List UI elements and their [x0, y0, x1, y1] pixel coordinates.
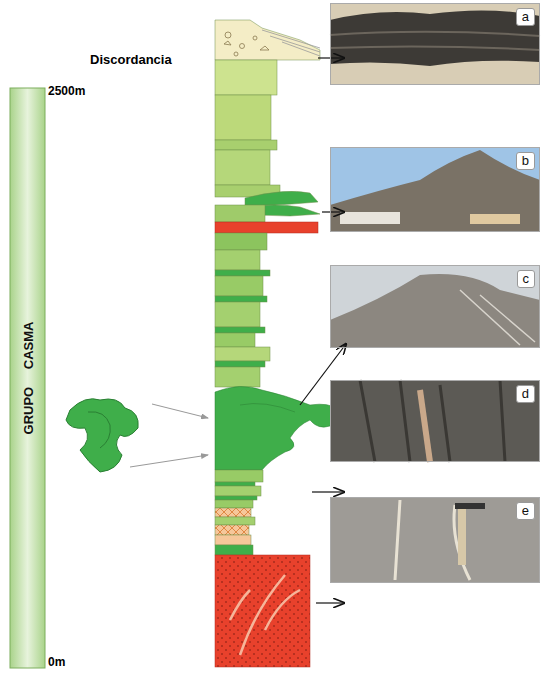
photo-panel: c — [330, 265, 540, 348]
scale-band: GRUPO CASMA — [10, 88, 45, 668]
photo-letter: e — [516, 502, 535, 520]
photo-panel: a — [330, 3, 540, 85]
scale-top: 2500m — [48, 84, 85, 98]
unconformity-label: Discordancia — [90, 52, 172, 67]
photo-panel: e — [330, 497, 540, 583]
photo-letter: a — [516, 8, 535, 26]
photo-panel: d — [330, 380, 540, 462]
vertical-label: GRUPO CASMA — [20, 322, 35, 435]
photo-letter: c — [517, 270, 536, 288]
photo-panel: b — [330, 147, 540, 232]
photo-letter: d — [516, 385, 535, 403]
photo-letter: b — [516, 152, 535, 170]
scale-bottom: 0m — [48, 655, 65, 669]
